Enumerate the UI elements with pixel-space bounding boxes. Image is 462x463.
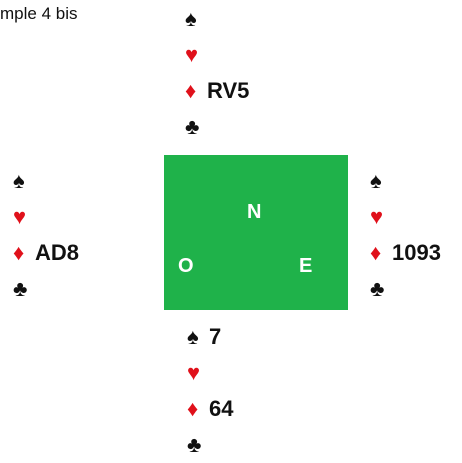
- club-icon: ♣: [187, 432, 202, 457]
- north-spades-row: ♠: [185, 1, 249, 37]
- club-icon: ♣: [370, 276, 385, 301]
- heart-icon: ♥: [185, 42, 199, 67]
- south-hearts-row: ♥: [187, 355, 233, 391]
- east-diamonds-row: ♦ 1093: [370, 235, 441, 271]
- west-diamonds-cards: AD8: [35, 240, 80, 265]
- club-icon: ♣: [185, 114, 200, 139]
- west-diamonds-row: ♦ AD8: [13, 235, 79, 271]
- east-diamonds-cards: 1093: [392, 240, 441, 265]
- south-spades-row: ♠7: [187, 319, 233, 355]
- east-clubs-row: ♣: [370, 271, 441, 307]
- south-diamonds-cards: 64: [209, 396, 234, 421]
- seat-east-label: E: [299, 255, 313, 277]
- south-hand: ♠7 ♥ ♦64 ♣: [187, 319, 233, 463]
- diamond-icon: ♦: [187, 396, 199, 421]
- south-spades-cards: 7: [209, 324, 222, 349]
- east-hand: ♠ ♥ ♦ 1093 ♣: [370, 163, 441, 307]
- west-clubs-row: ♣: [13, 271, 79, 307]
- seat-north-label: N: [247, 201, 262, 223]
- north-hand: ♠ ♥ ♦ RV5 ♣: [185, 1, 249, 145]
- west-spades-row: ♠: [13, 163, 79, 199]
- north-diamonds-cards: RV5: [207, 78, 250, 103]
- deal-title: mple 4 bis: [0, 4, 78, 23]
- spade-icon: ♠: [13, 168, 25, 193]
- diamond-icon: ♦: [370, 240, 382, 265]
- club-icon: ♣: [13, 276, 28, 301]
- heart-icon: ♥: [187, 360, 201, 385]
- heart-icon: ♥: [370, 204, 384, 229]
- diamond-icon: ♦: [13, 240, 25, 265]
- east-spades-row: ♠: [370, 163, 441, 199]
- east-hearts-row: ♥: [370, 199, 441, 235]
- diamond-icon: ♦: [185, 78, 197, 103]
- heart-icon: ♥: [13, 204, 27, 229]
- seat-west-label: O: [178, 255, 194, 277]
- spade-icon: ♠: [370, 168, 382, 193]
- north-diamonds-row: ♦ RV5: [185, 73, 249, 109]
- spade-icon: ♠: [185, 6, 197, 31]
- north-clubs-row: ♣: [185, 109, 249, 145]
- north-hearts-row: ♥: [185, 37, 249, 73]
- spade-icon: ♠: [187, 324, 199, 349]
- south-clubs-row: ♣: [187, 427, 233, 463]
- west-hand: ♠ ♥ ♦ AD8 ♣: [13, 163, 79, 307]
- west-hearts-row: ♥: [13, 199, 79, 235]
- card-table: N O E: [164, 155, 348, 310]
- south-diamonds-row: ♦ 64: [187, 391, 233, 427]
